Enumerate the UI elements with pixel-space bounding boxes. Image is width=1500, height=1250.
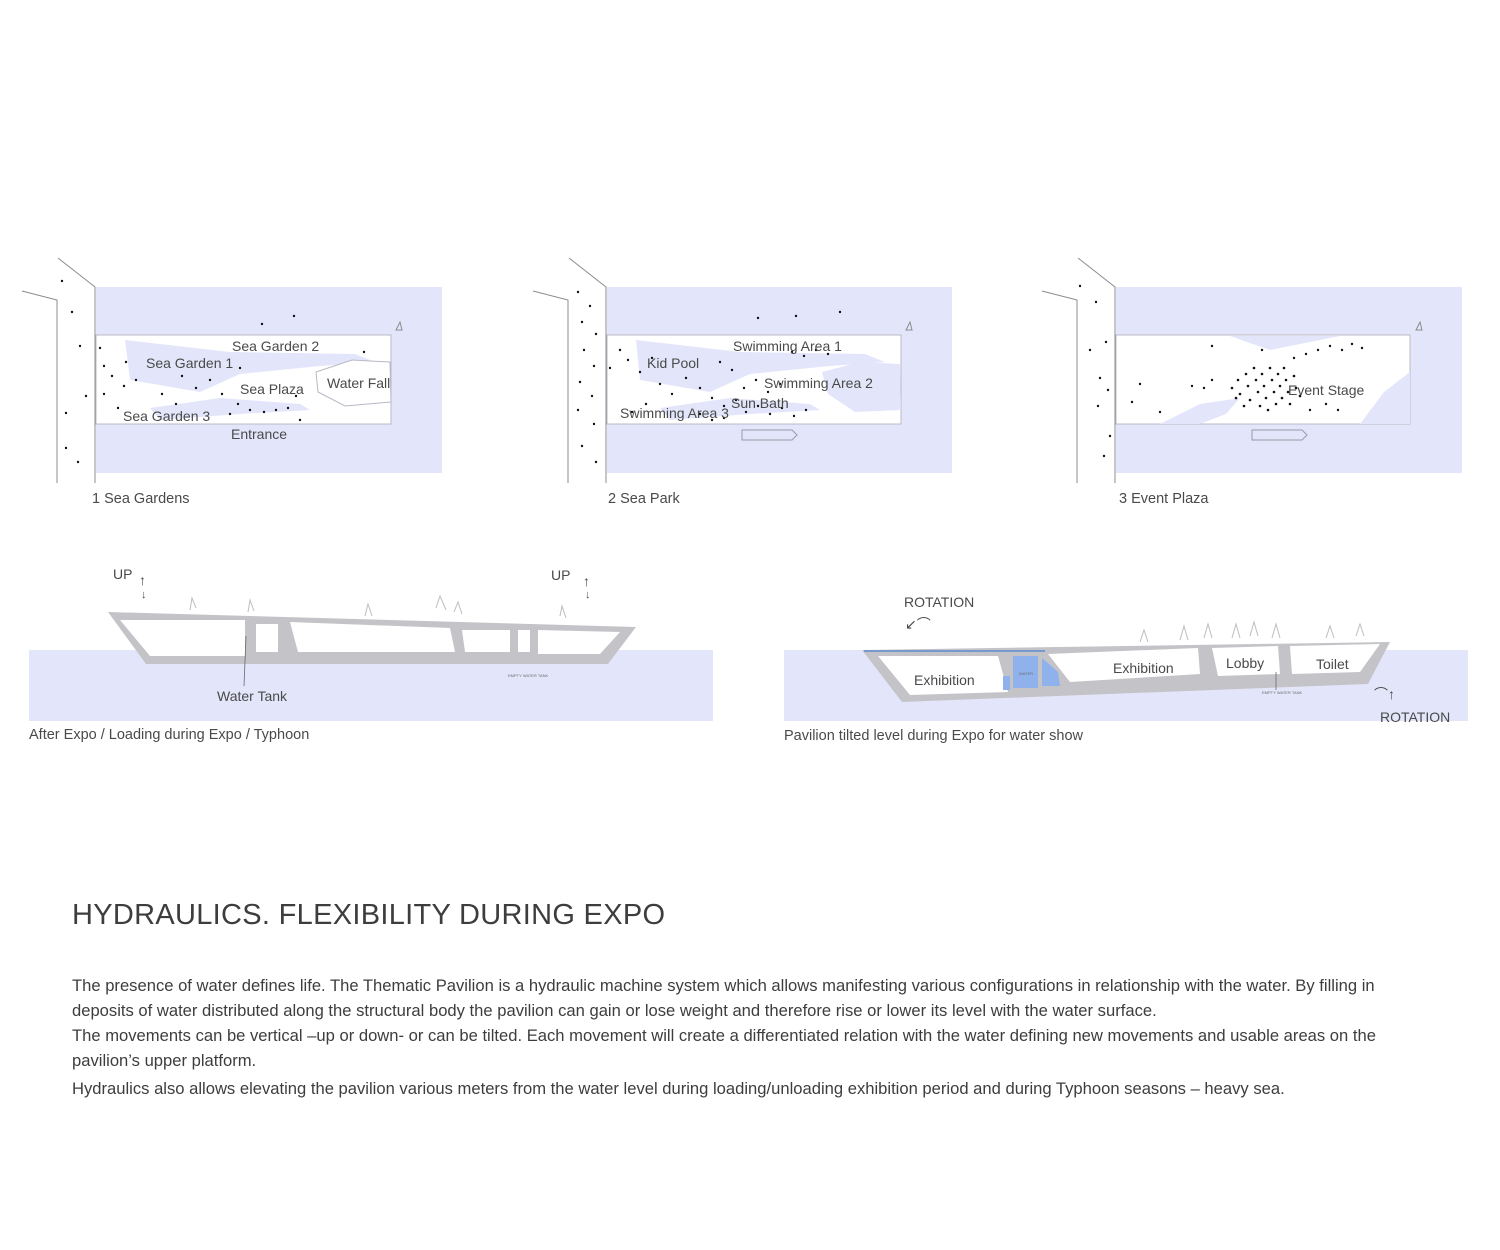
up-arrow-icon: ↑ — [139, 572, 146, 588]
trees — [1139, 620, 1365, 643]
water-inlet — [1230, 336, 1340, 350]
hull-chamber — [518, 630, 530, 652]
exhibition-chamber-right — [1048, 648, 1200, 682]
down-arrow-icon: ↓ — [141, 589, 147, 601]
water-fall-basin — [315, 359, 392, 407]
label-up-left: UP — [113, 566, 132, 582]
toilet-chamber — [1290, 644, 1380, 674]
boat-icon — [1415, 320, 1423, 331]
quay-wall — [1077, 257, 1116, 483]
label-sea-garden-1: Sea Garden 1 — [146, 355, 233, 371]
label-water: WATER — [1019, 671, 1033, 676]
rotation-arrow-icon: ↙⌒ — [905, 616, 931, 632]
caption-raised-section: After Expo / Loading during Expo / Typho… — [29, 727, 309, 743]
caption-sea-park: 2 Sea Park — [608, 491, 680, 507]
boat-icon — [395, 320, 403, 331]
water-tank-cell — [1042, 658, 1060, 686]
people-dots — [576, 290, 842, 464]
quay-wall — [21, 290, 58, 483]
down-arrow-icon: ↓ — [585, 589, 591, 601]
water-inlet — [1160, 398, 1240, 424]
swimming-basin — [822, 362, 901, 412]
lobby-chamber — [1212, 646, 1280, 676]
rotation-arrow-icon: ⌒↑ — [1374, 686, 1395, 702]
water-inlet — [636, 340, 885, 392]
label-swimming-area-3: Swimming Area 3 — [620, 405, 729, 421]
plan-sea-park: Swimming Area 1 Kid Pool Swimming Area 2… — [532, 257, 952, 507]
paragraph: The presence of water defines life. The … — [72, 976, 1375, 1020]
crowd-dots — [1230, 366, 1302, 412]
water-inlet — [1360, 372, 1410, 424]
label-swimming-area-1: Swimming Area 1 — [733, 338, 842, 354]
exhibition-chamber-left — [878, 656, 1008, 695]
hull-chamber — [462, 630, 510, 652]
water-inlet — [150, 398, 310, 420]
label-swimming-area-2: Swimming Area 2 — [764, 375, 873, 391]
hull-chamber — [120, 620, 245, 656]
section-raised: UP ↑ ↓ UP ↑ ↓ Water Tank EMPTY WATER TAN… — [29, 566, 713, 743]
caption-sea-gardens: 1 Sea Gardens — [92, 491, 190, 507]
plan-event-plaza: Event Stage 3 Event Plaza — [1041, 257, 1462, 507]
water-tank-chamber — [256, 624, 278, 652]
label-exhibition-left: Exhibition — [914, 672, 975, 688]
body-text: The presence of water defines life. The … — [72, 973, 1417, 1104]
water-tank-cell — [1013, 656, 1038, 688]
label-kid-pool: Kid Pool — [647, 355, 699, 371]
water-tank-cell — [1003, 676, 1010, 690]
hull-chamber — [290, 622, 455, 652]
quay-wall — [1041, 290, 1078, 483]
section-tilted: ROTATION ↙⌒ Exhibition WATER Exhibition … — [784, 594, 1468, 744]
boat — [1251, 429, 1308, 441]
paragraph: The movements can be vertical –up or dow… — [72, 1026, 1376, 1070]
quay-wall — [57, 257, 96, 483]
boat-icon — [905, 320, 913, 331]
label-water-tank: Water Tank — [217, 688, 288, 704]
caption-event-plaza: 3 Event Plaza — [1119, 491, 1209, 507]
label-empty-water-tank: EMPTY WATER TANK — [508, 673, 549, 678]
boat — [741, 429, 798, 441]
label-sun-bath: Sun Bath — [731, 395, 789, 411]
pavilion-diagram: Sea Garden 2 Sea Garden 1 Sea Plaza Wate… — [21, 257, 1468, 744]
label-water-fall: Water Fall — [327, 375, 390, 391]
quay-wall — [532, 290, 569, 483]
page-title: HYDRAULICS. FLEXIBILITY DURING EXPO — [72, 899, 666, 931]
people-dots — [60, 279, 366, 464]
label-sea-garden-3: Sea Garden 3 — [123, 408, 210, 424]
water-inlet — [125, 340, 375, 392]
pavilion-deck — [1115, 334, 1411, 425]
trees — [189, 594, 567, 619]
hull-chamber — [538, 630, 620, 654]
label-exhibition-right: Exhibition — [1113, 660, 1174, 676]
plan-sea-gardens: Sea Garden 2 Sea Garden 1 Sea Plaza Wate… — [21, 257, 442, 507]
label-entrance: Entrance — [231, 426, 287, 442]
label-sea-garden-2: Sea Garden 2 — [232, 338, 319, 354]
label-event-stage: Event Stage — [1288, 382, 1364, 398]
label-up-right: UP — [551, 567, 570, 583]
paragraph: Hydraulics also allows elevating the pav… — [72, 1079, 1285, 1098]
label-sea-plaza: Sea Plaza — [240, 381, 304, 397]
label-rotation-top: ROTATION — [904, 594, 974, 610]
up-arrow-icon: ↑ — [583, 573, 590, 589]
label-rotation-bottom: ROTATION — [1380, 709, 1450, 725]
people-dots — [1078, 284, 1364, 458]
label-empty-water-tank: EMPTY WATER TANK — [1262, 690, 1303, 695]
caption-tilted-section: Pavilion tilted level during Expo for wa… — [784, 728, 1084, 744]
label-toilet: Toilet — [1316, 656, 1349, 672]
label-lobby: Lobby — [1226, 655, 1264, 671]
quay-wall — [568, 257, 607, 483]
leader-line — [243, 635, 247, 687]
